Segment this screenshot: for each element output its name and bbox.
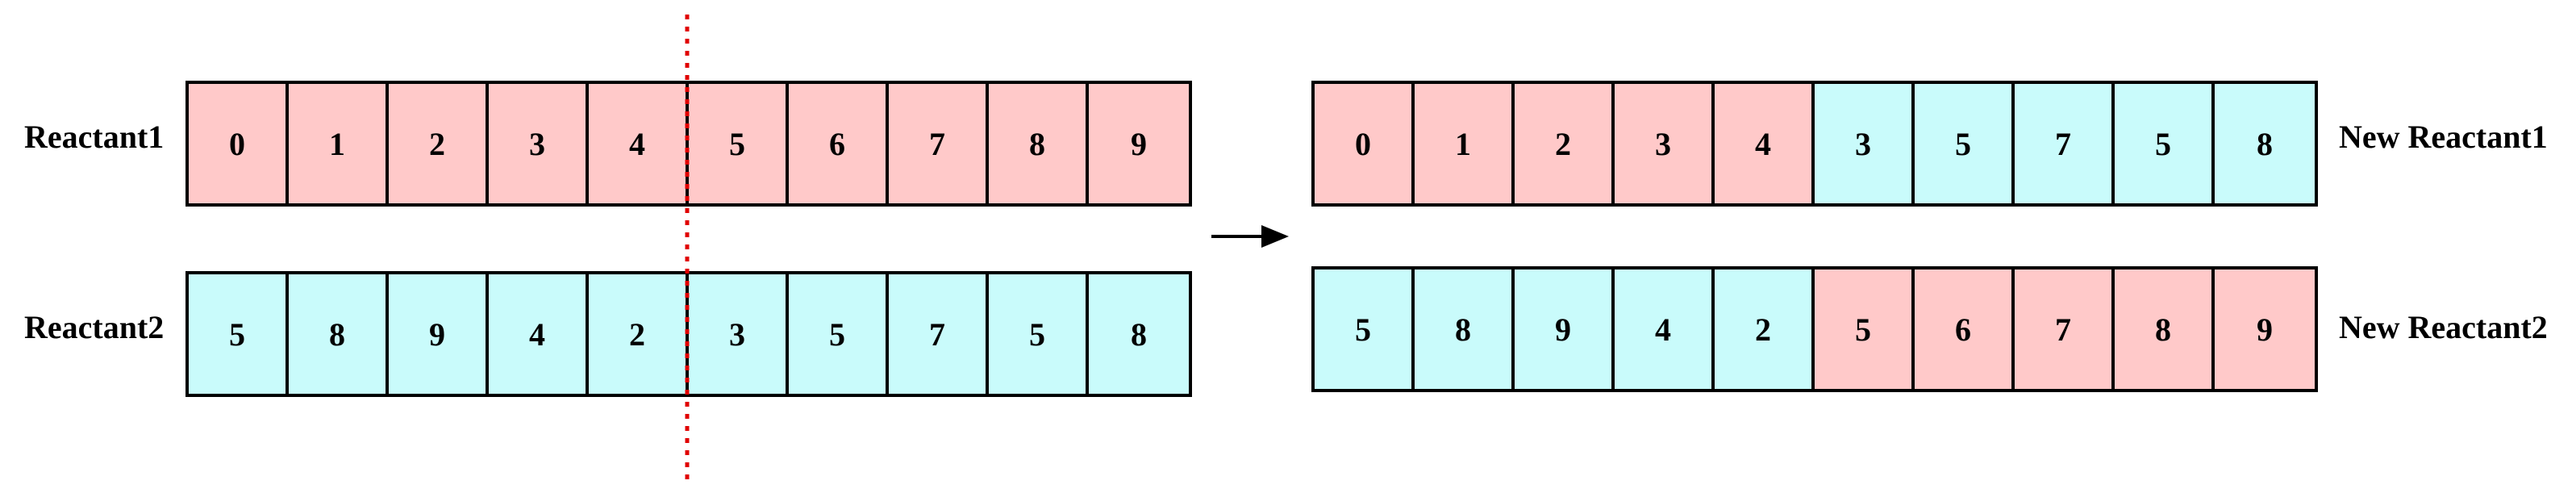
gene-cell: 3 [1615,84,1715,203]
gene-cell: 4 [1615,269,1715,389]
gene-cell: 5 [989,274,1089,394]
gene-cell: 9 [1089,84,1189,203]
gene-cell: 5 [2115,84,2215,203]
gene-cell: 2 [1715,269,1815,389]
gene-cell: 5 [1915,84,2015,203]
gene-cell: 8 [2115,269,2215,389]
gene-cell: 5 [1815,269,1915,389]
gene-cell: 2 [389,84,489,203]
gene-cell: 8 [289,274,389,394]
gene-cell: 3 [1815,84,1915,203]
gene-cell: 7 [2015,269,2115,389]
gene-cell: 5 [689,84,789,203]
crossover-cut-line [685,15,690,479]
gene-cell: 1 [289,84,389,203]
gene-cell: 0 [189,84,289,203]
gene-cell: 7 [889,274,989,394]
gene-cell: 9 [2215,269,2315,389]
new-reactant1-label: New Reactant1 [2339,119,2548,155]
gene-cell: 0 [1315,84,1415,203]
gene-cell: 4 [1715,84,1815,203]
gene-cell: 8 [989,84,1089,203]
gene-cell: 8 [1089,274,1189,394]
gene-cell: 9 [1515,269,1615,389]
gene-cell: 1 [1415,84,1515,203]
gene-cell: 3 [689,274,789,394]
gene-cell: 9 [389,274,489,394]
gene-cell: 8 [1415,269,1515,389]
gene-cell: 5 [1315,269,1415,389]
gene-cell: 5 [189,274,289,394]
gene-cell: 6 [789,84,889,203]
new-reactant2-label: New Reactant2 [2339,309,2548,345]
gene-cell: 4 [589,84,689,203]
gene-cell: 3 [489,84,589,203]
gene-cell: 2 [1515,84,1615,203]
right-arrow-icon [1211,225,1289,248]
reactant2-label: Reactant2 [24,309,165,345]
gene-cell: 5 [789,274,889,394]
gene-cell: 2 [589,274,689,394]
gene-cell: 6 [1915,269,2015,389]
gene-cell: 8 [2215,84,2315,203]
gene-cell: 7 [2015,84,2115,203]
gene-cell: 4 [489,274,589,394]
gene-cell: 7 [889,84,989,203]
reactant1-label: Reactant1 [24,119,165,155]
